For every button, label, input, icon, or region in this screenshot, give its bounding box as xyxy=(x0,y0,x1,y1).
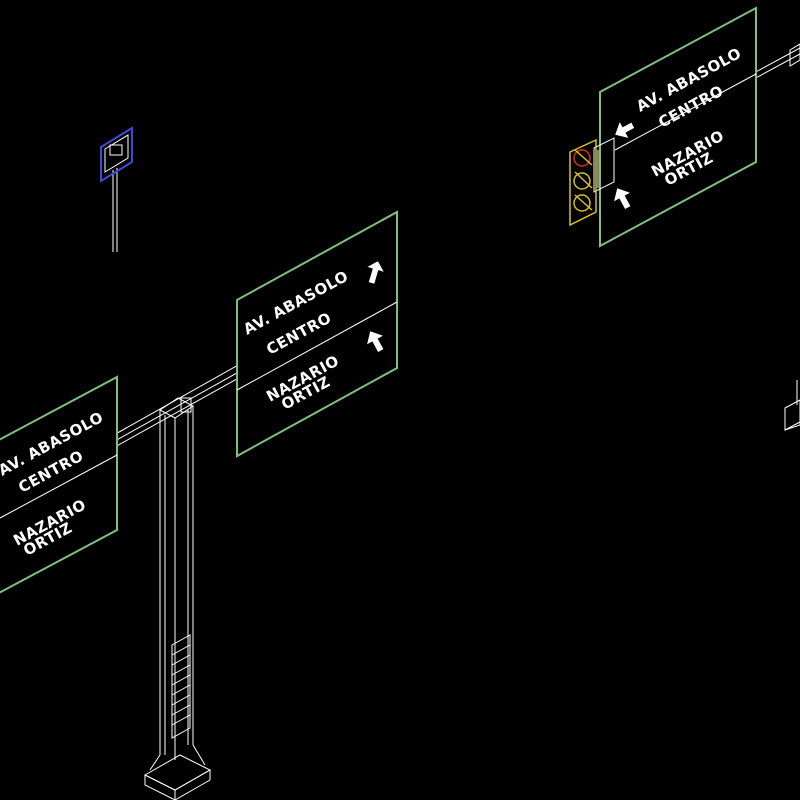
right-sign: AV. ABASOLO CENTRO NAZARIO ORTIZ xyxy=(599,6,757,248)
reflective-band xyxy=(171,634,191,739)
small-sign-panel xyxy=(100,126,133,183)
arrow-up-right-icon xyxy=(367,261,384,284)
main-pole xyxy=(143,397,212,800)
arrow-left-icon xyxy=(615,122,635,138)
signal-light-red-icon xyxy=(573,149,591,167)
small-pole-sign xyxy=(100,126,133,252)
signal-light-green-icon xyxy=(573,194,591,212)
left-sign: AV. ABASOLO CENTRO NAZARIO ORTIZ xyxy=(0,375,118,594)
traffic-signal xyxy=(569,138,597,227)
arrow-up-icon xyxy=(614,188,631,209)
signal-light-yellow-icon xyxy=(573,172,591,190)
center-sign: AV. ABASOLO CENTRO NAZARIO ORTIZ xyxy=(236,210,398,458)
left-sign-panel xyxy=(0,375,118,594)
signal-bracket xyxy=(593,137,615,193)
right-sign-panel xyxy=(599,6,757,248)
center-sign-panel xyxy=(236,210,398,458)
traffic-signal-housing xyxy=(569,138,597,227)
small-sign-symbol-icon xyxy=(109,144,123,156)
arrow-up-icon xyxy=(367,331,384,352)
